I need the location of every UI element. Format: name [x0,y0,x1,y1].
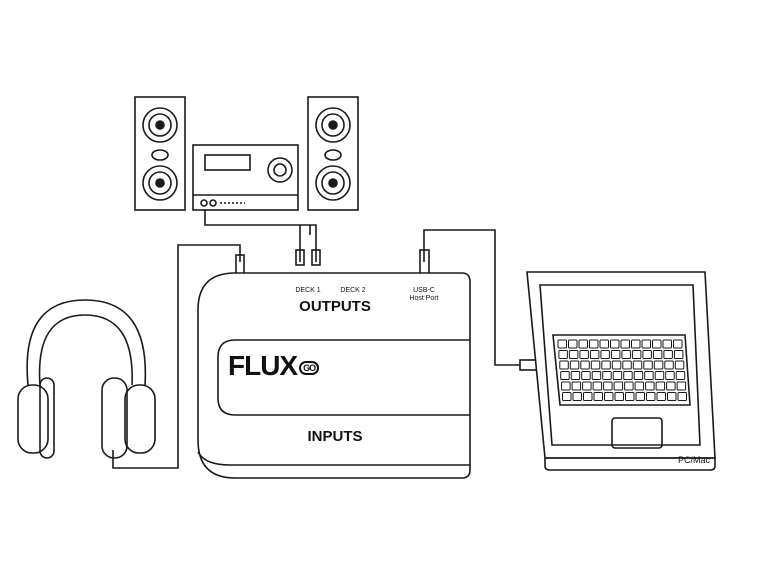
key [603,381,613,391]
key [568,350,579,359]
computer-label: PC/Mac [678,455,711,465]
key [614,392,624,401]
key [601,360,611,370]
key [590,360,601,370]
key [559,360,569,370]
key [612,371,623,380]
key [610,350,621,359]
key [673,350,684,359]
key [645,381,655,391]
key [674,360,685,370]
key [592,381,603,391]
key [631,339,641,349]
key [582,381,592,391]
key [593,392,603,401]
key [623,371,633,380]
key [600,350,610,359]
key [561,381,571,391]
key [560,371,570,380]
key [646,392,656,401]
key [562,392,572,401]
key [625,392,635,401]
key [667,392,677,401]
key [589,350,600,359]
usb-cable [423,229,520,366]
key [663,350,673,359]
key [568,339,578,349]
key [621,350,631,359]
key [578,339,588,349]
key [569,360,580,370]
inputs-label: INPUTS [307,428,363,445]
rca-cable [204,210,317,238]
key [665,371,675,380]
key [622,360,632,370]
key [675,371,686,380]
key [676,381,687,391]
key [581,371,591,380]
laptop [526,271,716,471]
key [613,381,624,391]
key [633,371,644,380]
key [572,392,582,401]
key [654,371,665,380]
key [611,360,622,370]
deck2-label: DECK 2 [340,287,366,294]
key [656,392,666,401]
key [642,350,652,359]
key [652,350,663,359]
key [599,339,609,349]
headphones [17,299,156,459]
key [604,392,614,401]
usb-label-line2: Host Port [409,295,439,302]
key [673,339,683,349]
key [589,339,599,349]
key [631,350,642,359]
deck1-label: DECK 1 [295,287,321,294]
key [610,339,620,349]
key [620,339,630,349]
key [557,339,567,349]
key [662,339,672,349]
receiver [192,144,299,211]
key [677,392,687,401]
outputs-label: OUTPUTS [299,298,371,315]
key [580,360,590,370]
key [571,381,582,391]
key [643,360,653,370]
key [664,360,674,370]
key [579,350,589,359]
left-speaker [134,96,186,211]
key [624,381,634,391]
usb-label-line1: USB-C [413,287,435,294]
key [641,339,651,349]
key [591,371,602,380]
key [602,371,612,380]
key [558,350,568,359]
key [652,339,662,349]
flux-interface [197,272,471,479]
key [666,381,676,391]
headphone-cable [112,244,241,469]
key [634,381,645,391]
key [644,371,654,380]
right-speaker [307,96,359,211]
key [583,392,593,401]
key [653,360,664,370]
key [632,360,643,370]
key [655,381,666,391]
key [570,371,581,380]
key [635,392,645,401]
